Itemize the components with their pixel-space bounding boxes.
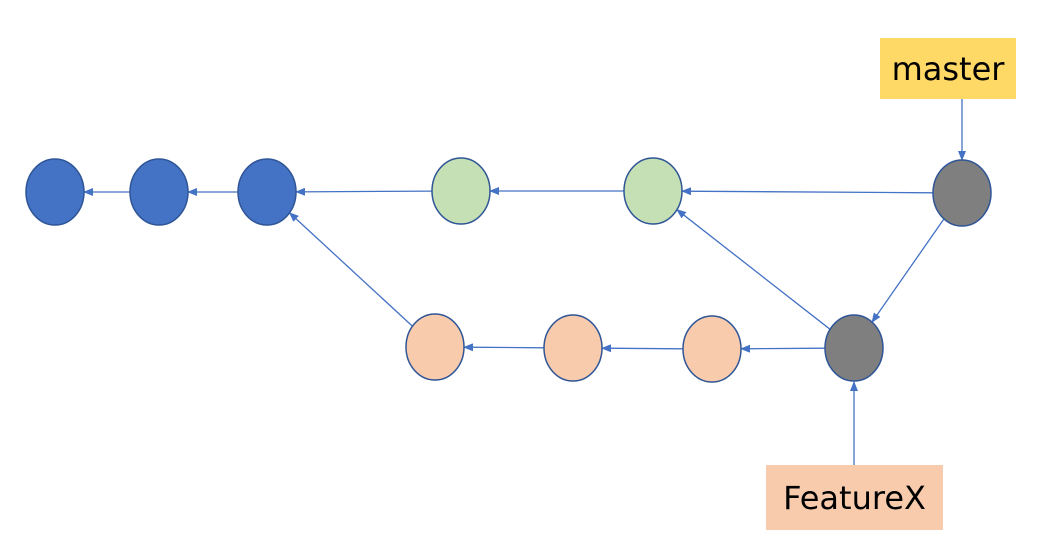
arrow-m1-to-g2	[680, 187, 934, 196]
featurex-branch-label: FeatureX	[766, 465, 943, 530]
arrow-g1-to-b3	[294, 187, 433, 196]
featurex-branch-label-text: FeatureX	[783, 478, 926, 517]
commit-node-g2	[623, 157, 683, 225]
commit-node-m1	[932, 159, 992, 227]
commit-node-o2	[543, 314, 603, 382]
commit-node-o1	[405, 313, 465, 381]
commit-arrows	[83, 99, 966, 465]
commit-node-b3	[237, 158, 297, 226]
arrow-o3-to-o2	[600, 344, 684, 353]
commit-node-o3	[682, 315, 742, 383]
master-branch-label: master	[880, 38, 1016, 99]
arrow-m1-to-f1	[871, 218, 945, 323]
arrow-f1-to-g2	[676, 209, 831, 330]
arrow-f1-to-o3	[739, 344, 826, 353]
commit-node-b2	[129, 158, 189, 226]
arrow-o1-to-b3	[288, 212, 413, 327]
commit-nodes	[25, 157, 992, 383]
commit-node-f1	[824, 314, 884, 382]
master-branch-label-text: master	[891, 49, 1005, 88]
arrow-o2-to-o1	[462, 343, 545, 352]
commit-node-g1	[431, 157, 491, 225]
commit-node-b1	[25, 158, 85, 226]
